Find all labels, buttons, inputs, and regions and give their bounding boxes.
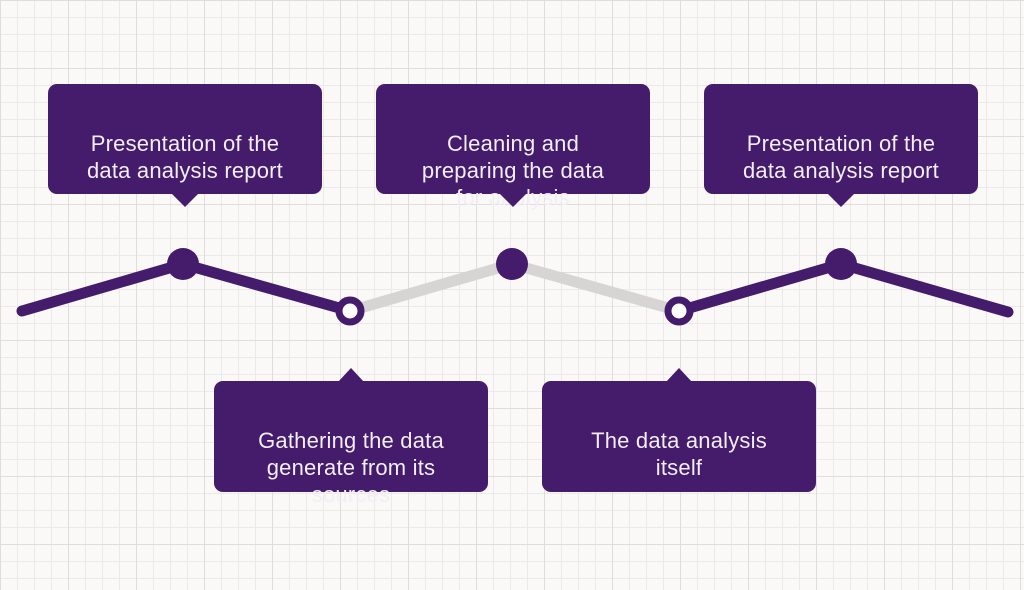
callout-gathering-data: Gathering the data generate from its sou… (214, 368, 488, 507)
timeline-node-valley-1-hollow (335, 296, 365, 326)
callout-text: The data analysis itself (591, 428, 767, 480)
callout-data-analysis: The data analysis itself (542, 368, 816, 492)
callout-pointer-down (171, 193, 199, 207)
timeline-node-valley-2-hollow (664, 296, 694, 326)
timeline-node-peak-3-filled (825, 248, 857, 280)
callout-text: Presentation of the data analysis report (743, 131, 939, 183)
callout-presentation-report-2: Presentation of the data analysis report (704, 84, 978, 207)
callout-pointer-down (499, 193, 527, 207)
callout-presentation-report-1: Presentation of the data analysis report (48, 84, 322, 207)
callout-text: Gathering the data generate from its sou… (258, 428, 444, 507)
timeline-node-peak-2-filled (496, 248, 528, 280)
callout-text: Cleaning and preparing the data for anal… (421, 131, 605, 210)
callout-cleaning-preparing: Cleaning and preparing the data for anal… (376, 84, 650, 210)
timeline-node-peak-1-filled (167, 248, 199, 280)
callout-pointer-down (827, 193, 855, 207)
callout-pointer-up (666, 368, 692, 382)
callout-pointer-up (338, 368, 364, 382)
callout-text: Presentation of the data analysis report (87, 131, 283, 183)
